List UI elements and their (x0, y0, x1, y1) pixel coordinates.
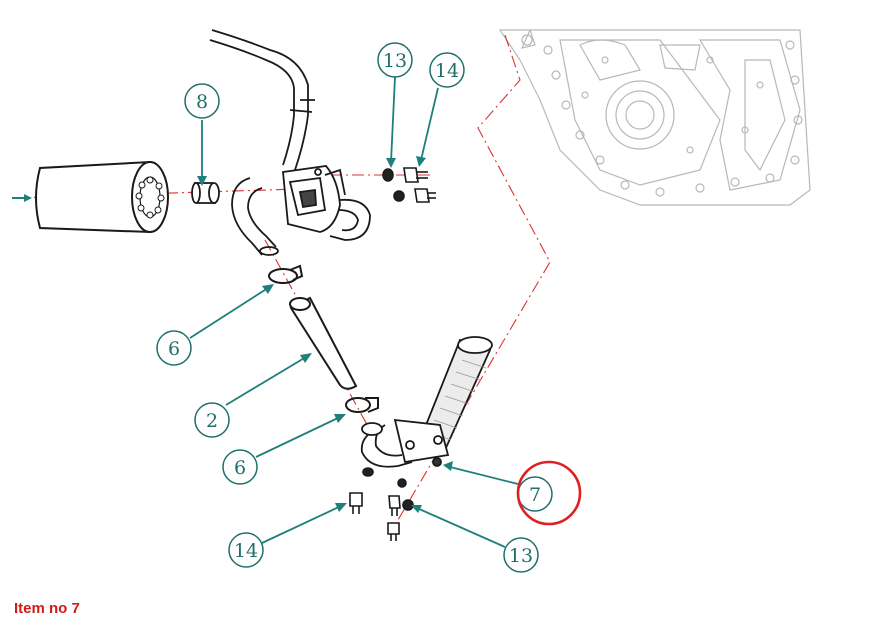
filter-housing (35, 160, 169, 234)
clamp-part-6-upper (268, 264, 304, 284)
callout-label: 6 (234, 457, 246, 479)
callout-8[interactable]: 8 (184, 83, 220, 119)
fitting-part-8 (191, 182, 220, 204)
highlight-ring (516, 460, 582, 526)
callout-14-upper[interactable]: 14 (429, 52, 465, 88)
clamp-part-6-lower (345, 397, 379, 413)
callout-14-lower[interactable]: 14 (228, 532, 264, 568)
callout-label: 14 (435, 60, 459, 82)
assembly-centerlines (11, 34, 551, 526)
callout-7[interactable]: 7 (516, 460, 582, 526)
callout-13-upper[interactable]: 13 (377, 42, 413, 78)
upper-hose-assembly (209, 29, 371, 256)
inlet-arrow (12, 194, 32, 202)
callout-label: 14 (234, 540, 258, 562)
callout-label: 13 (509, 545, 533, 567)
callout-label: 8 (196, 91, 208, 113)
item-caption: Item no 7 (14, 600, 80, 617)
callout-2[interactable]: 2 (194, 402, 230, 438)
callout-label: 13 (383, 50, 407, 72)
hose-part-2 (289, 296, 358, 390)
strainer-assembly-part-7 (360, 336, 493, 468)
leader-lines (189, 76, 519, 548)
engine-casting-outline (498, 28, 811, 206)
upper-hardware (382, 167, 436, 203)
callout-6-upper[interactable]: 6 (156, 330, 192, 366)
callout-13-lower[interactable]: 13 (503, 537, 539, 573)
callout-label: 6 (168, 338, 180, 360)
lower-hardware (349, 467, 414, 541)
callout-6-lower[interactable]: 6 (222, 449, 258, 485)
callout-label: 2 (206, 410, 218, 432)
callout-label: 7 (529, 484, 541, 506)
